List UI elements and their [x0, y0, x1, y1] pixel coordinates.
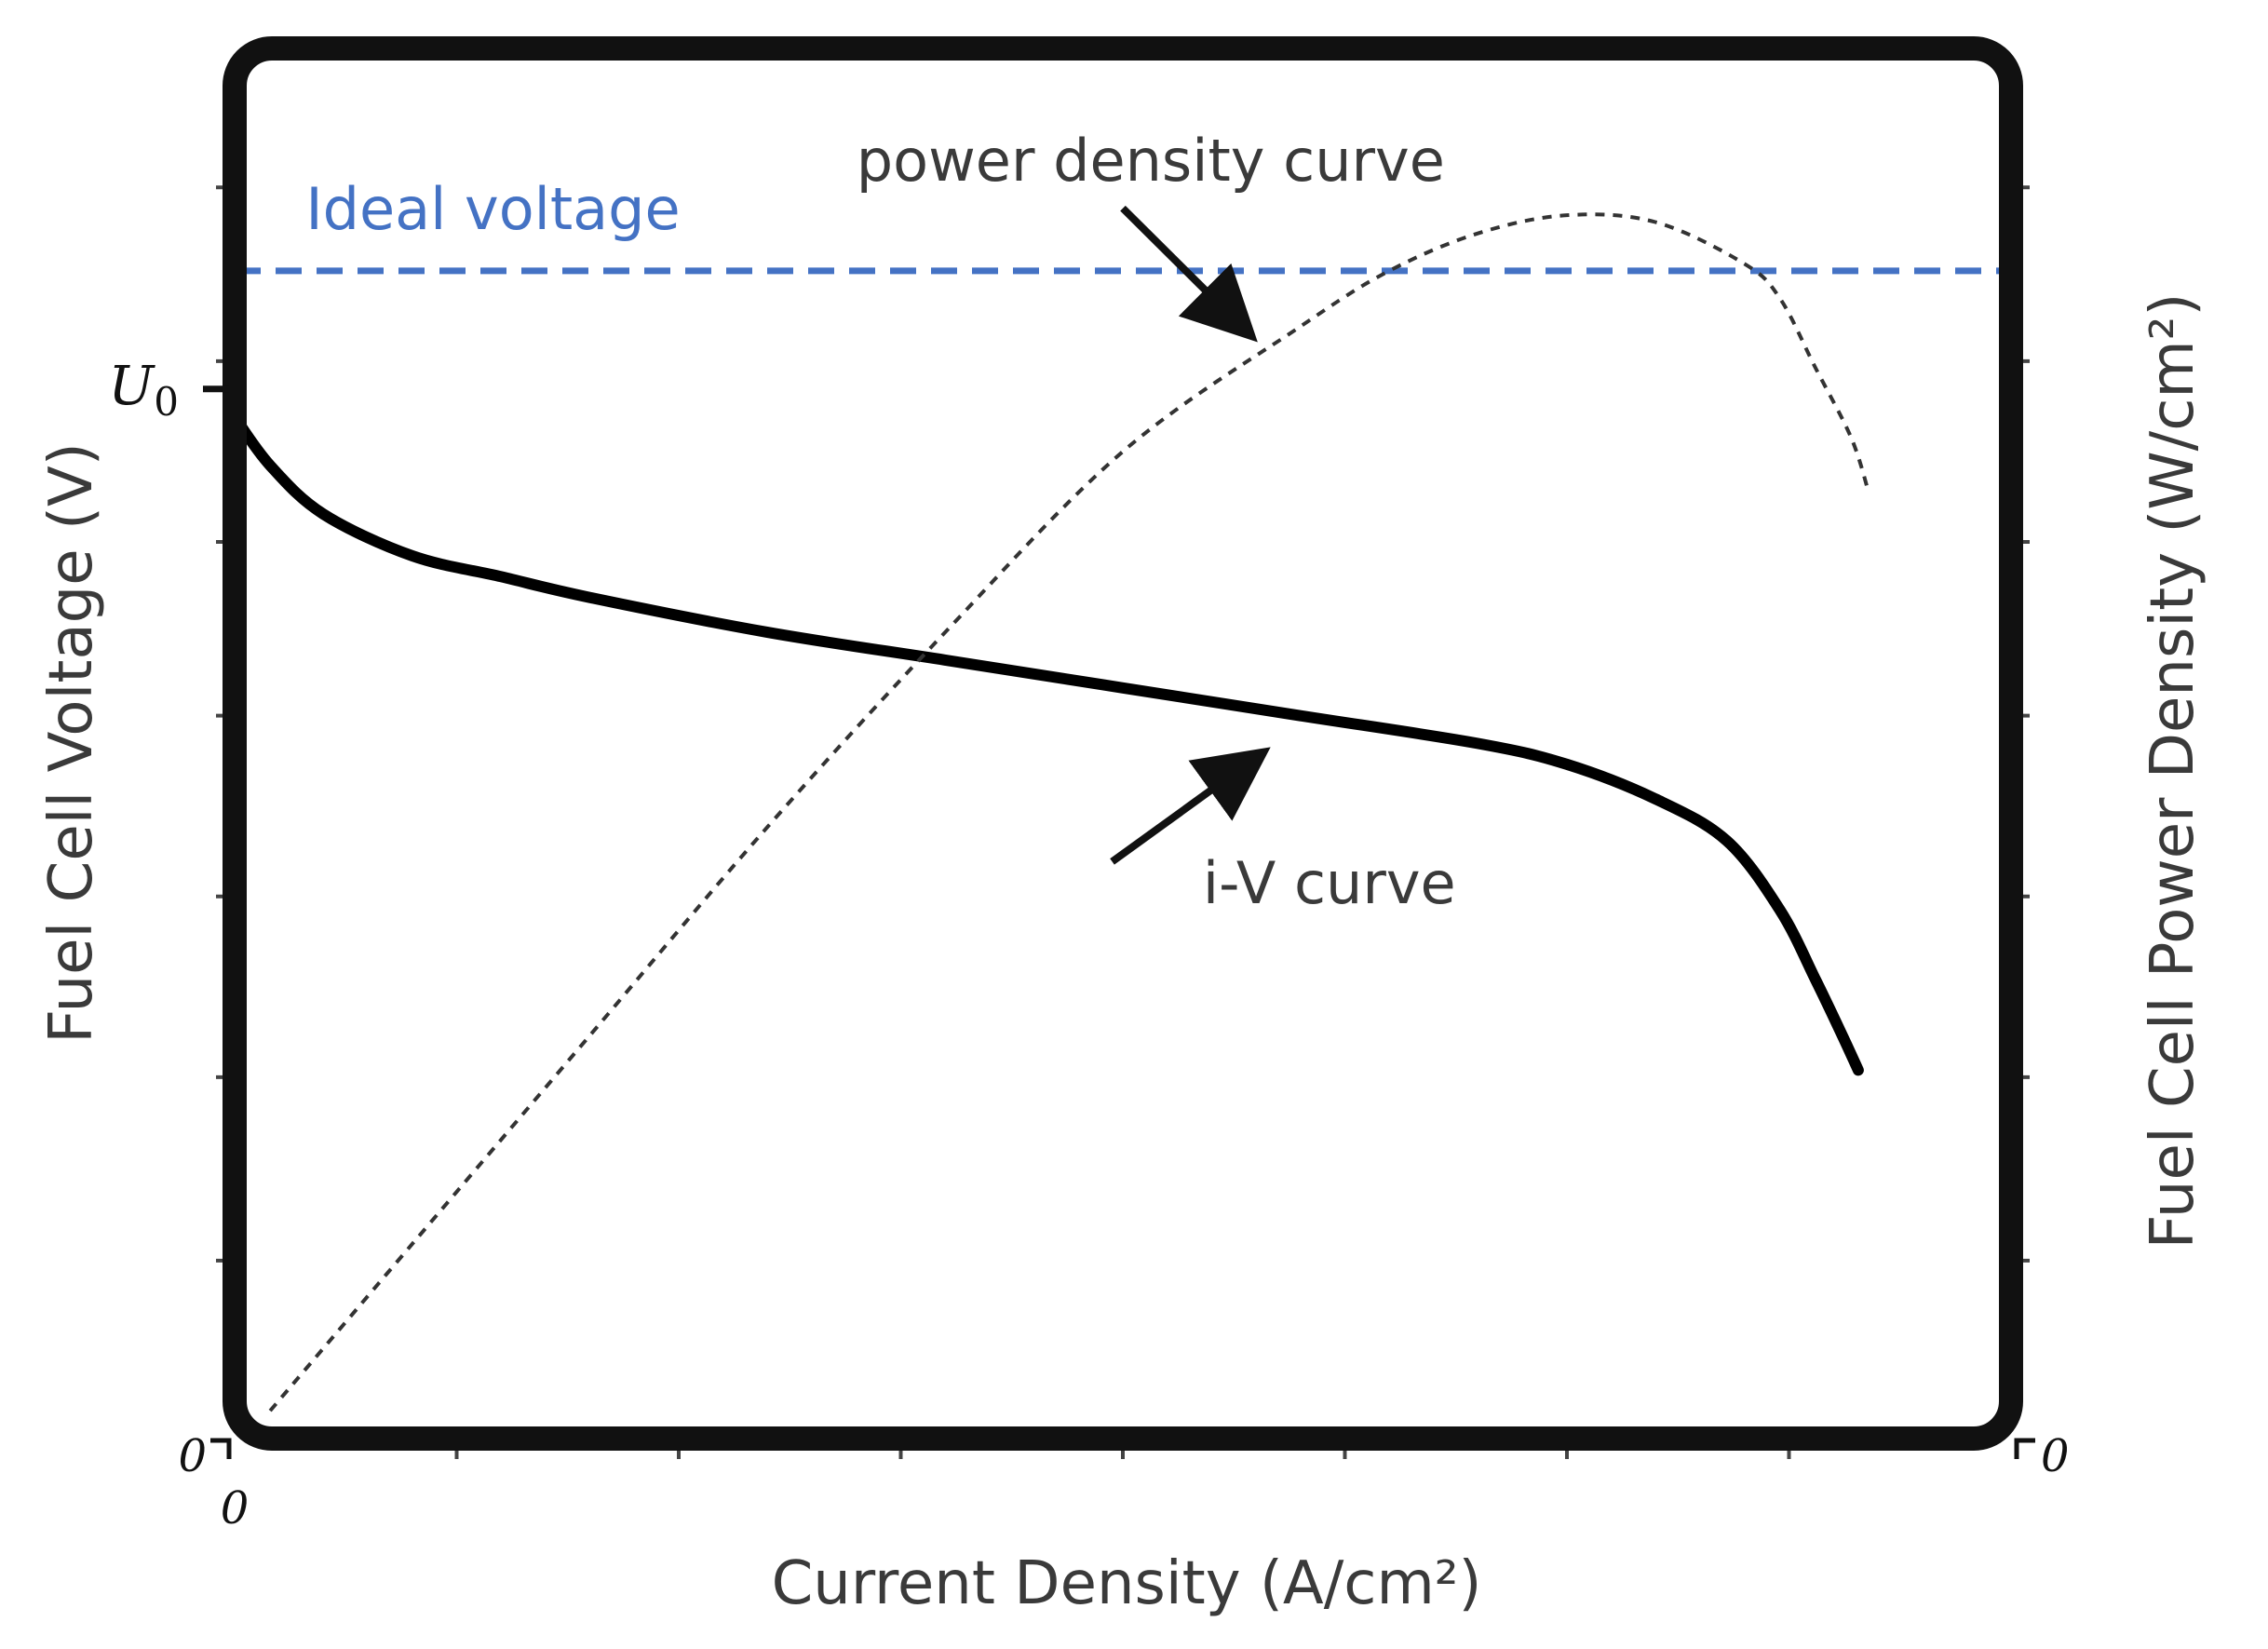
x-axis-title: Current Density (A/cm²) [772, 1549, 1482, 1618]
annotation-i-v-curve: i-V curve [1203, 849, 1456, 917]
plot-frame [223, 36, 2023, 1451]
y-left-zero-label: 0 [178, 1430, 207, 1482]
left-origin-tick [210, 1438, 232, 1459]
series-power-density-curve [268, 212, 1871, 1412]
annotation-power-density-curve: power density curve [857, 127, 1445, 195]
y-left-axis-title: Fuel Cell Voltage (V) [37, 442, 106, 1043]
y-right-axis-title: Fuel Cell Power Density (W/cm²) [2139, 293, 2207, 1250]
u0-subscript: 0 [154, 379, 179, 425]
series-layer [235, 212, 2011, 1412]
arrow-i-v-curve [1110, 747, 1271, 865]
annotation-ideal-voltage: Ideal voltage [305, 175, 680, 243]
right-origin-tick [2014, 1438, 2035, 1459]
x-zero-label: 0 [221, 1482, 250, 1534]
series-i-v-curve [235, 411, 1864, 1076]
annotation-layer: Ideal voltage power density curve i-V curv… [305, 127, 1455, 917]
ticks-layer [216, 185, 2030, 1459]
arrow-power-density-curve [1120, 205, 1258, 343]
u0-label: U0 [108, 354, 179, 425]
y-right-zero-label: 0 [2041, 1430, 2070, 1482]
